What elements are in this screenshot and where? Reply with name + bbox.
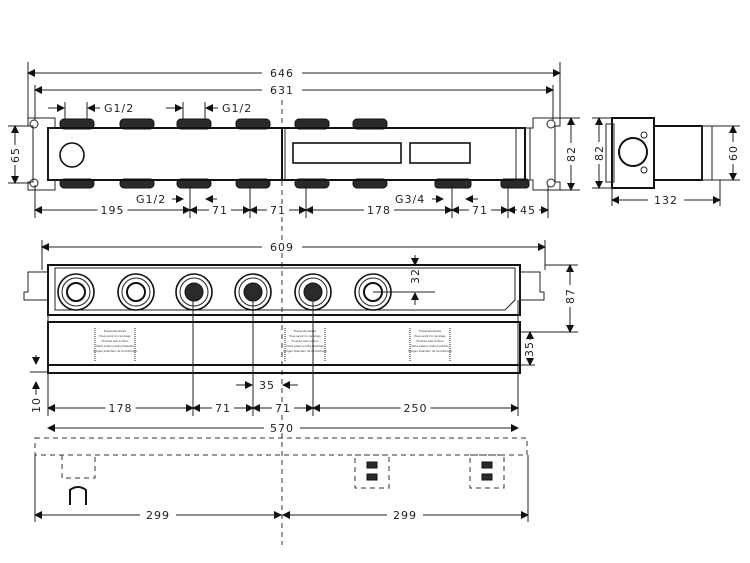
thread-label-bottom: G1/2 — [136, 193, 166, 206]
dim-label: 178 — [109, 402, 133, 415]
guide-label: Finished wall surface — [416, 339, 443, 343]
guide-label: Margen delantero de los baldosas — [93, 349, 137, 353]
right-bracket — [529, 117, 561, 191]
dim-total-570: 570 — [270, 422, 294, 435]
thread-label-top-2: G1/2 — [222, 102, 252, 115]
guide-label: Parte esterna della piastrella — [96, 344, 134, 348]
top-view: 646 631 G1/2 G1/2 G1/2 G3/4 — [8, 62, 580, 218]
dim-label: 178 — [367, 204, 391, 217]
guide-label: Fliesenoberkante — [419, 329, 442, 333]
guide-label: Parte esterna della piastrella — [286, 344, 324, 348]
dim-label: 71 — [275, 402, 291, 415]
dim-half-left: 299 — [146, 509, 170, 522]
guide-label: Parte esterna della piastrella — [411, 344, 449, 348]
dim-label: 71 — [270, 204, 286, 217]
guide-label: Fliesenoberkante — [294, 329, 317, 333]
dim-label: 250 — [404, 402, 428, 415]
dim-label: 71 — [215, 402, 231, 415]
dim-bracket-span: 631 — [270, 84, 294, 97]
outlet-port — [57, 273, 95, 311]
outlet-port — [117, 273, 155, 311]
side-height-82: 82 — [593, 145, 606, 161]
side-height-60: 60 — [727, 145, 740, 161]
dim-label: 45 — [520, 204, 536, 217]
thread-label-outlet: G3/4 — [395, 193, 425, 206]
dim-center-offset: 35 — [259, 379, 275, 392]
dim-label: 195 — [101, 204, 125, 217]
guide-label: Pose avant du carrelage — [414, 334, 446, 338]
dim-plaster-depth: 35 — [523, 341, 536, 357]
dim-height-87: 87 — [564, 288, 577, 304]
dim-label: 71 — [472, 204, 488, 217]
guide-label: Margen delantero de los baldosas — [408, 349, 452, 353]
dim-height-65: 65 — [9, 147, 22, 163]
dim-height-82: 82 — [565, 146, 578, 162]
dim-bottom-offset: 10 — [30, 397, 43, 413]
dim-overall-width: 646 — [270, 67, 294, 80]
guide-label: Margen delantero de los baldosas — [283, 349, 327, 353]
guide-label: Fliesenoberkante — [104, 329, 127, 333]
front-overall-width: 609 — [270, 241, 294, 254]
left-bracket — [27, 117, 56, 191]
display-window — [292, 142, 402, 164]
guide-label: Pose avant du carrelage — [289, 334, 321, 338]
guide-label: Finished wall surface — [101, 339, 128, 343]
control-knob — [59, 142, 85, 168]
display-window — [409, 142, 471, 164]
dim-outlet-offset-32: 32 — [409, 268, 422, 284]
bottom-view: 299 299 — [34, 437, 529, 522]
thread-label-top-1: G1/2 — [104, 102, 134, 115]
guide-label: Pose avant du carrelage — [99, 334, 131, 338]
plaster-guard-strip — [47, 321, 521, 366]
side-depth-132: 132 — [654, 194, 678, 207]
side-view: 82 60 132 — [592, 117, 740, 207]
guide-label: Finished wall surface — [291, 339, 318, 343]
dim-label: 71 — [212, 204, 228, 217]
dim-half-right: 299 — [393, 509, 417, 522]
